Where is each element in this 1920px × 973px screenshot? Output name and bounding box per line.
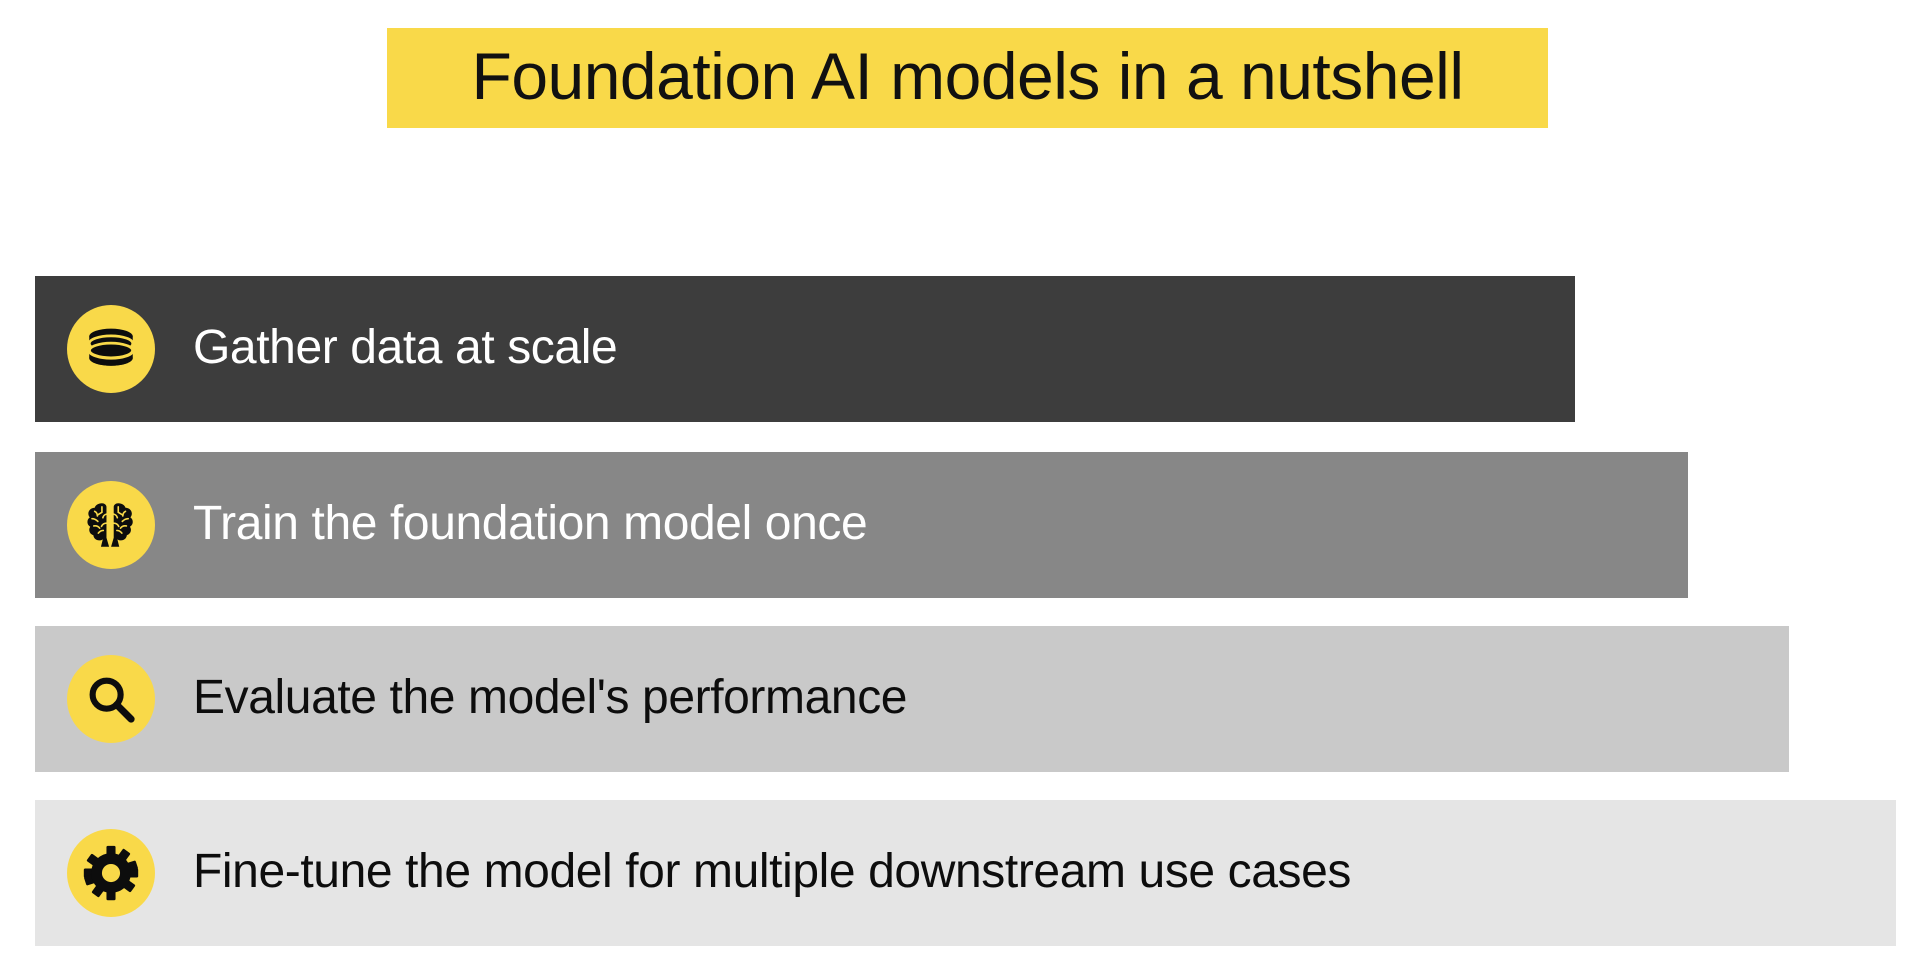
step-bar-evaluate-model: Evaluate the model's performance [35,626,1789,772]
step-label: Evaluate the model's performance [193,670,908,724]
title-highlight-block: Foundation AI models in a nutshell [387,28,1548,128]
database-icon [67,305,155,393]
brain-icon [67,481,155,569]
step-bar-gather-data: Gather data at scale [35,276,1575,422]
page-title: Foundation AI models in a nutshell [471,39,1464,113]
gear-icon [67,829,155,917]
magnifier-icon [67,655,155,743]
step-label: Fine-tune the model for multiple downstr… [193,844,1352,898]
step-label: Train the foundation model once [193,496,868,550]
step-bar-train-model: Train the foundation model once [35,452,1688,598]
step-bar-fine-tune-model: Fine-tune the model for multiple downstr… [35,800,1896,946]
step-label: Gather data at scale [193,320,618,374]
